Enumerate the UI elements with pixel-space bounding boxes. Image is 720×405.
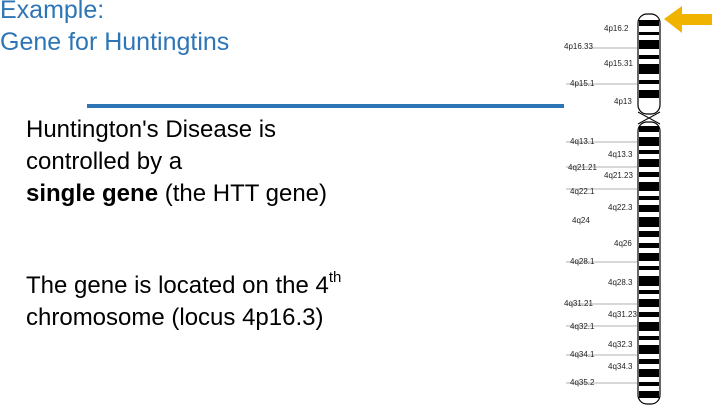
band-labels-left: 4p16.33 4p15.1 4q13.1 4q21.21 4q22.1 4q2… <box>564 42 597 387</box>
band-label: 4q21.23 <box>604 171 633 180</box>
band-label: 4q31.21 <box>564 299 593 308</box>
band <box>639 64 659 74</box>
band <box>639 312 659 317</box>
band-label: 4p13 <box>614 97 632 106</box>
band-label: 4q34.1 <box>570 350 595 359</box>
paragraph-2-line-2: chromosome (locus 4p16.3) <box>26 304 324 331</box>
band <box>639 159 659 167</box>
chromosome-q-arm <box>637 121 661 405</box>
band <box>639 182 659 191</box>
title-line-2: Gene for Huntingtins <box>0 28 230 56</box>
band-label: 4q35.2 <box>570 378 595 387</box>
band-label: 4q31.23 <box>608 310 637 319</box>
chromosome-bands <box>639 20 659 398</box>
paragraph-disease-gene: Huntington's Disease is controlled by a … <box>26 114 446 210</box>
band-labels-right: 4p16.2 4p15.31 4p13 4q13.3 4q21.23 4q22.… <box>604 24 637 371</box>
paragraph-1-line-1: Huntington's Disease is <box>26 116 277 143</box>
paragraph-1-line-3: single gene (the HTT gene) <box>26 178 446 210</box>
band-label: 4q22.1 <box>570 187 595 196</box>
band <box>639 336 659 340</box>
band-label: 4q22.3 <box>608 203 633 212</box>
band <box>639 253 659 261</box>
band <box>639 290 659 294</box>
htt-gene-text: (the HTT gene) <box>158 180 328 207</box>
band <box>639 90 659 98</box>
band-label: 4p15.1 <box>570 79 595 88</box>
paragraph-1-line-2: controlled by a <box>26 148 183 175</box>
band-label: 4q13.1 <box>570 137 595 146</box>
band-label: 4q32.3 <box>608 340 633 349</box>
band <box>639 80 659 84</box>
band-label: 4q13.3 <box>608 150 633 159</box>
band <box>639 391 659 398</box>
arrow-left-icon <box>664 6 712 33</box>
paragraph-2-line-1: The gene is located on the 4th <box>26 270 466 302</box>
band-label: 4p16.2 <box>604 24 629 33</box>
band-label: 4q34.3 <box>608 362 633 371</box>
band <box>639 382 659 386</box>
band <box>639 40 659 49</box>
band <box>639 217 659 227</box>
band <box>639 137 659 146</box>
band <box>639 243 659 248</box>
band <box>639 205 659 212</box>
title-line-1: Example: <box>0 0 105 24</box>
band <box>639 299 659 307</box>
band <box>639 172 659 177</box>
band <box>639 32 659 35</box>
band <box>639 196 659 200</box>
band <box>639 150 659 154</box>
centromere <box>637 111 661 125</box>
band-label: 4q28.1 <box>570 257 595 266</box>
band <box>639 231 659 237</box>
band-label: 4q28.3 <box>608 278 633 287</box>
band-label: 4p16.33 <box>564 42 593 51</box>
ordinal-superscript: th <box>328 269 342 286</box>
label-leader-lines <box>566 47 638 384</box>
paragraph-gene-location: The gene is located on the 4th chromosom… <box>26 270 466 334</box>
band <box>639 369 659 377</box>
band-label: 4q21.21 <box>568 163 597 172</box>
band <box>639 266 659 270</box>
band <box>639 126 659 132</box>
band-label: 4q32.1 <box>570 322 595 331</box>
band <box>639 55 659 59</box>
band <box>639 359 659 364</box>
band <box>639 20 659 26</box>
band <box>639 345 659 354</box>
band <box>639 322 659 331</box>
chromosome-4-ideogram: 4p16.33 4p15.1 4q13.1 4q21.21 4q22.1 4q2… <box>564 6 712 405</box>
band-label: 4q26 <box>614 239 632 248</box>
band-label: 4p15.31 <box>604 59 633 68</box>
band <box>639 276 659 286</box>
location-text: The gene is located on the 4 <box>26 272 329 299</box>
slide-title: Example: Gene for Huntingtins <box>0 0 229 58</box>
single-gene-emphasis: single gene <box>26 180 159 207</box>
band-label: 4q24 <box>572 216 590 225</box>
title-underline-divider <box>87 104 564 108</box>
